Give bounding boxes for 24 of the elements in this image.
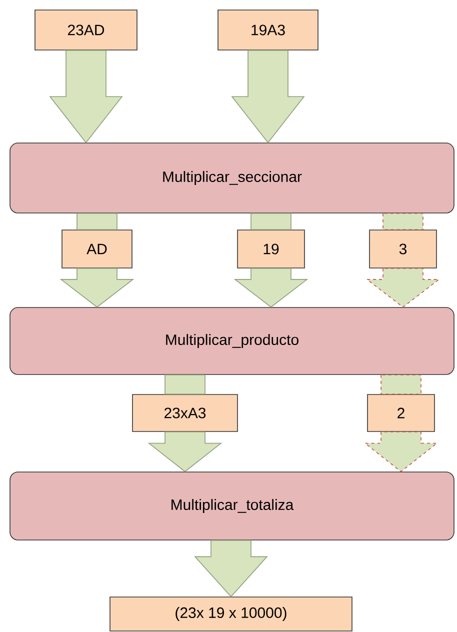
block-arrow <box>366 268 440 308</box>
block-arrow <box>364 432 438 472</box>
data-box: 23xA3 <box>132 394 238 432</box>
process-box: Multiplicar_totaliza <box>10 472 454 540</box>
process-box: Multiplicar_seccionar <box>10 142 454 214</box>
data-box: AD <box>62 230 132 268</box>
block-arrow <box>76 213 118 230</box>
data-box: 19 <box>237 230 305 268</box>
block-arrow <box>234 268 308 308</box>
block-arrow <box>164 374 206 394</box>
data-box: 23AD <box>34 10 138 50</box>
data-box: 2 <box>367 394 435 432</box>
block-arrow <box>250 213 292 230</box>
block-arrow <box>60 268 134 308</box>
process-box: Multiplicar_producto <box>10 307 454 375</box>
block-arrow <box>382 213 424 230</box>
data-box: (23x 19 x 10000) <box>110 596 352 632</box>
data-box: 3 <box>369 230 437 268</box>
block-arrow <box>380 374 422 394</box>
block-arrow <box>231 50 305 144</box>
block-arrow <box>148 432 222 472</box>
block-arrow <box>49 50 123 144</box>
block-arrow <box>194 540 268 598</box>
data-box: 19A3 <box>218 10 318 50</box>
